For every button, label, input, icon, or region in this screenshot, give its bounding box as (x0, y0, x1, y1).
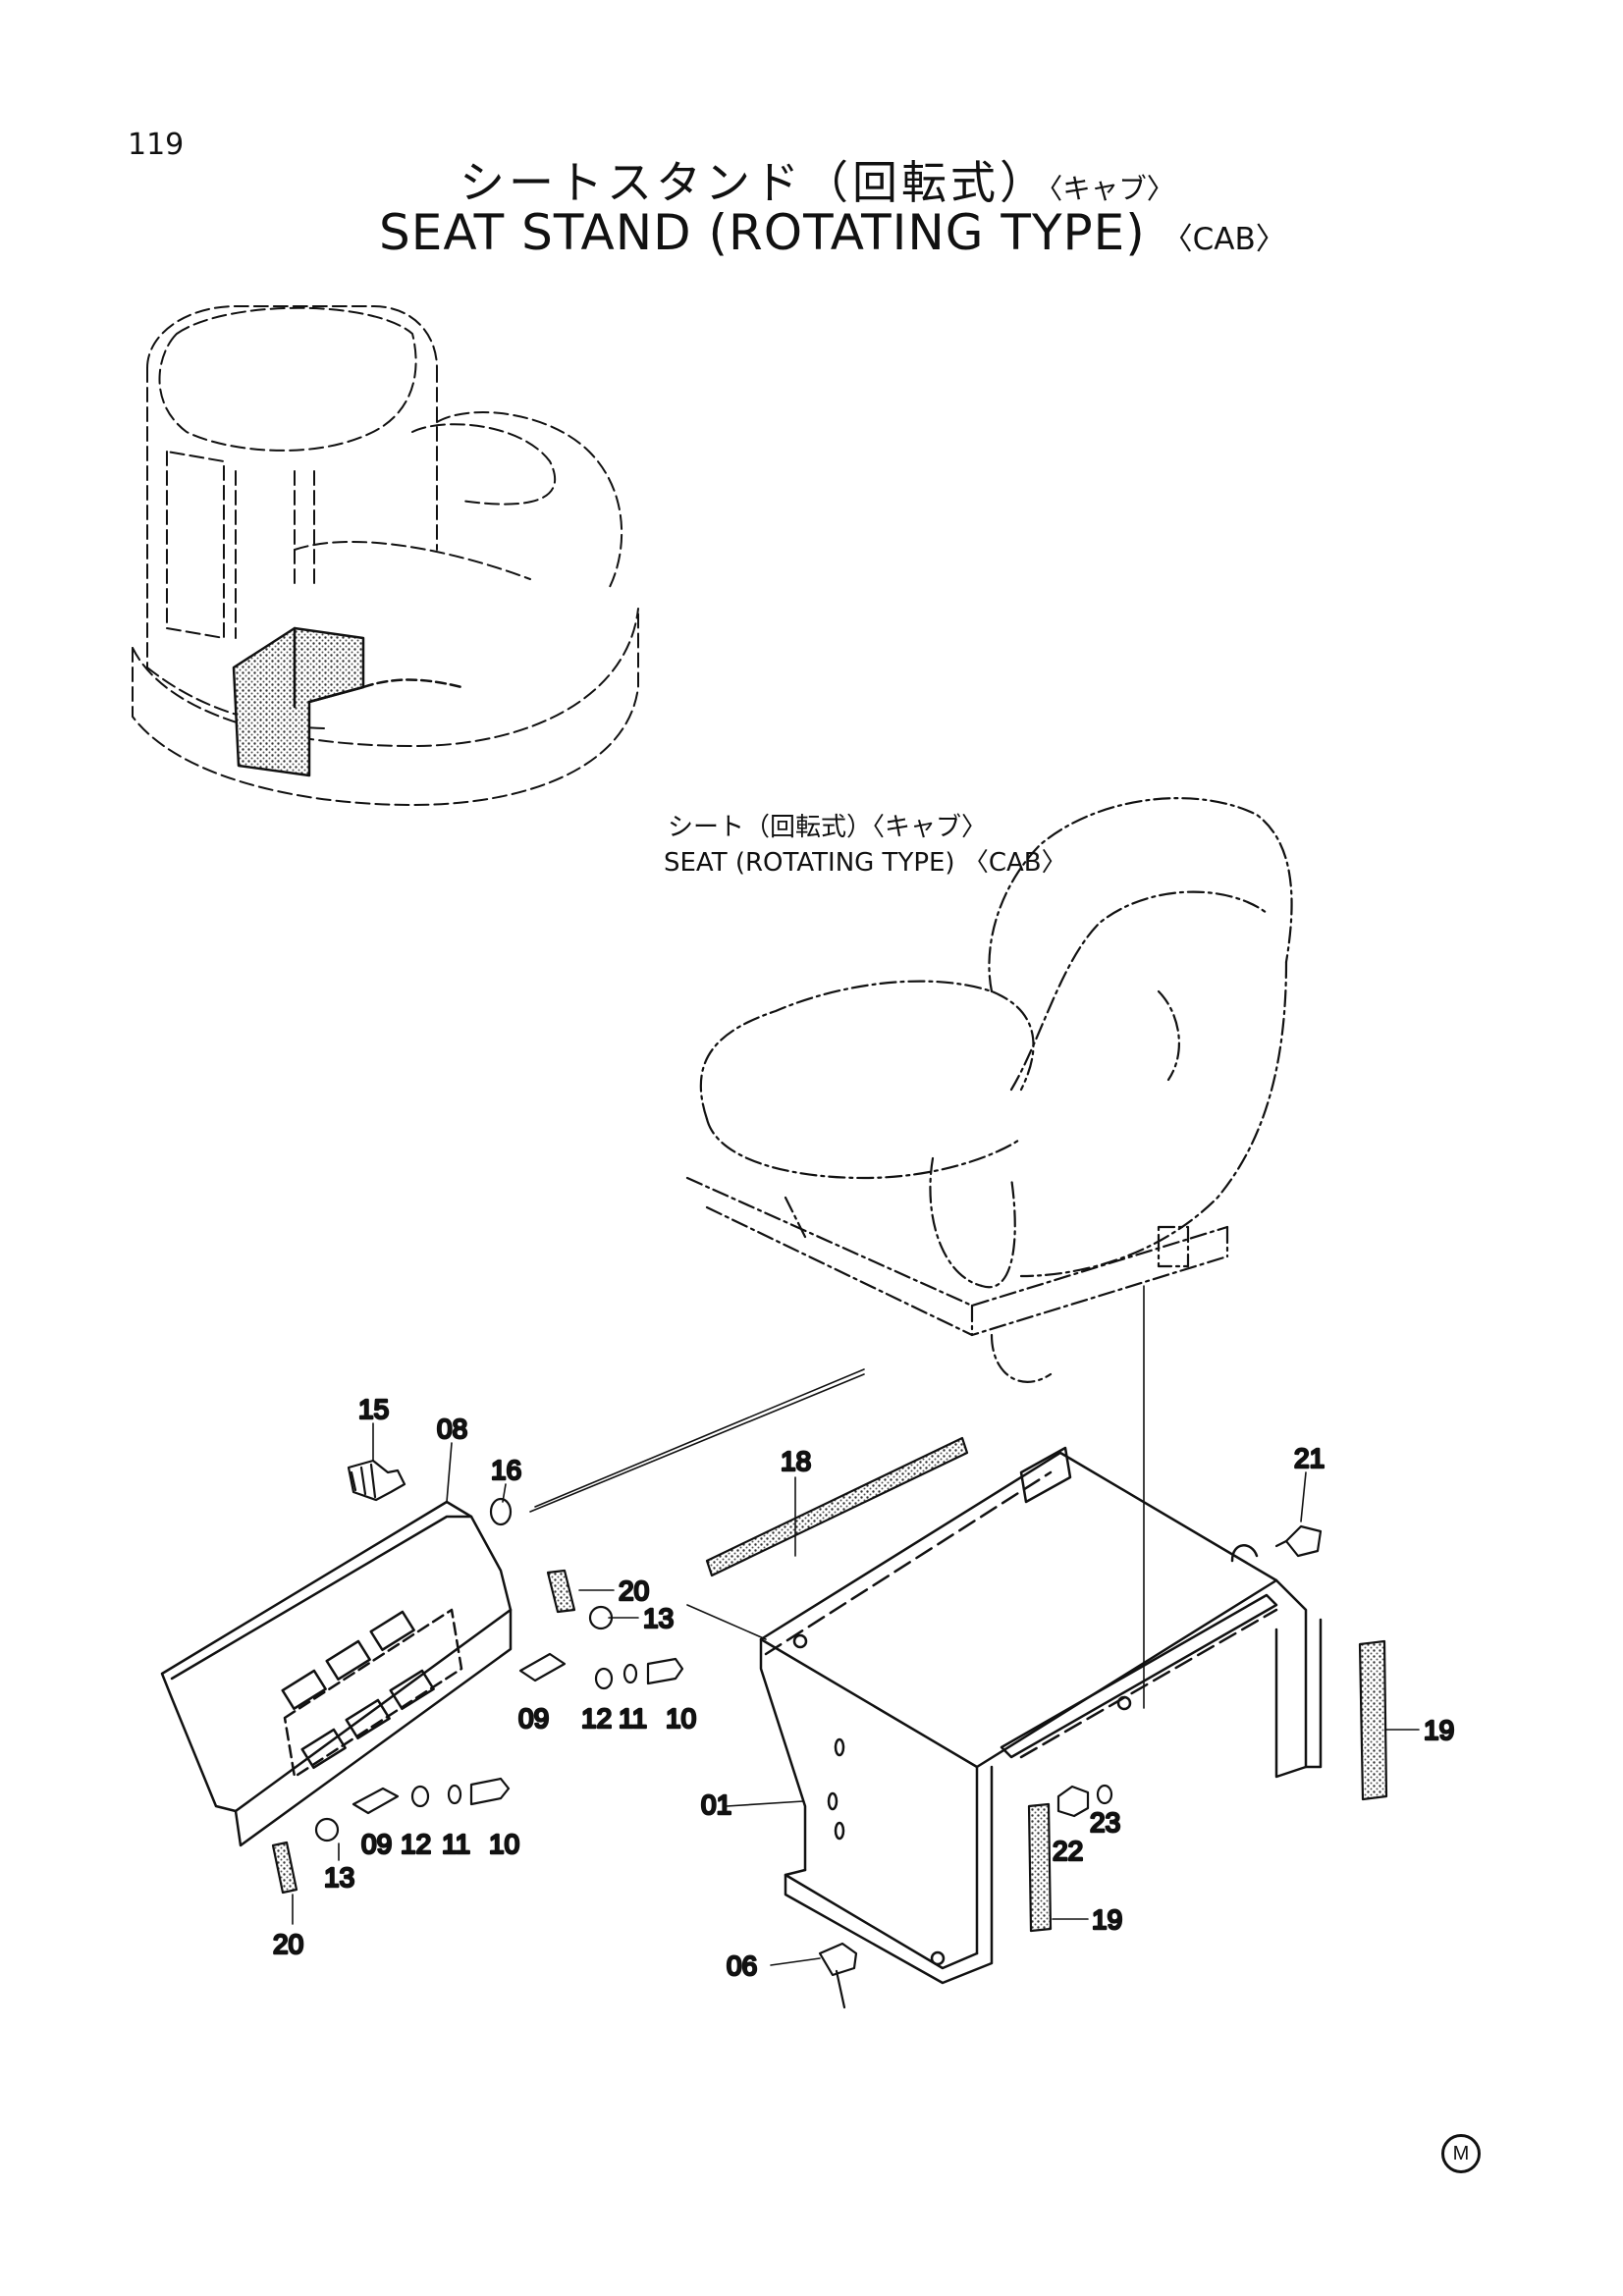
callout-11-lower: 11 (442, 1829, 470, 1859)
title-jp-suffix: 〈キャブ〉 (1049, 173, 1175, 205)
cover-panel (160, 1500, 513, 1847)
callout-09-lower: 09 (361, 1829, 392, 1859)
callout-16: 16 (491, 1455, 521, 1485)
callout-10-upper: 10 (666, 1703, 696, 1734)
title-english: SEAT STAND (ROTATING TYPE) 〈CAB〉 (379, 204, 1286, 261)
seat-phantom-illustration (685, 797, 1293, 1383)
callout-01: 01 (701, 1789, 731, 1820)
assembly-guide-lines (529, 1285, 1145, 1709)
callout-12-upper: 12 (581, 1703, 612, 1734)
cab-overview-illustration (132, 305, 639, 806)
callout-18: 18 (781, 1446, 811, 1476)
title-jp-main: シートスタンド（回転式） (460, 156, 1049, 209)
callout-23: 23 (1090, 1807, 1120, 1838)
callout-20-lower: 20 (273, 1929, 303, 1959)
callout-22: 22 (1053, 1836, 1083, 1866)
title-en-suffix: 〈CAB〉 (1162, 222, 1286, 257)
seat-label-english: SEAT (ROTATING TYPE) 〈CAB〉 (664, 848, 1067, 878)
manufacturer-mark: M (1441, 2134, 1481, 2173)
callout-19-lower: 19 (1092, 1904, 1122, 1935)
title-en-main: SEAT STAND (ROTATING TYPE) (379, 204, 1146, 261)
callout-19-right: 19 (1424, 1715, 1454, 1745)
callout-10-lower: 10 (489, 1829, 519, 1859)
callout-15: 15 (358, 1394, 389, 1424)
highlighted-seat-stand (232, 626, 463, 777)
seat-label-japanese: シート（回転式）〈キャブ〉 (668, 813, 988, 842)
callout-06: 06 (727, 1950, 757, 1981)
callout-21: 21 (1294, 1443, 1325, 1473)
callout-09-upper: 09 (518, 1703, 549, 1734)
title-japanese: シートスタンド（回転式）〈キャブ〉 (460, 147, 1174, 212)
callout-08: 08 (437, 1414, 467, 1444)
page-number: 119 (128, 128, 185, 162)
hardware-parts (271, 1436, 1388, 2009)
callout-labels: 15 08 16 18 21 20 13 09 12 11 10 19 01 0… (272, 1393, 1456, 1983)
callout-13-lower: 13 (324, 1862, 354, 1893)
seat-stand-frame (759, 1446, 1323, 1985)
callout-11-upper: 11 (619, 1703, 647, 1734)
callout-13-upper: 13 (643, 1603, 674, 1633)
callout-20-upper: 20 (619, 1575, 649, 1606)
callout-12-lower: 12 (401, 1829, 431, 1859)
leader-lines (292, 1422, 1420, 1966)
